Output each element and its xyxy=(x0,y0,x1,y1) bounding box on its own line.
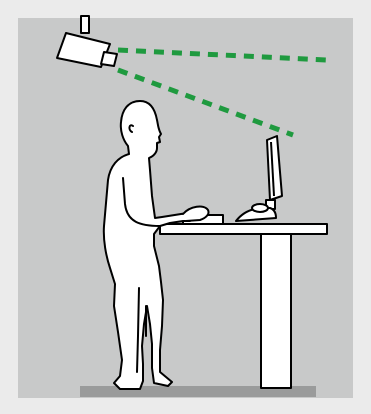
sightline-upper xyxy=(118,50,326,60)
desk xyxy=(160,224,327,388)
mouse xyxy=(252,204,268,212)
person-figure xyxy=(104,101,209,389)
camera-icon xyxy=(57,16,117,67)
